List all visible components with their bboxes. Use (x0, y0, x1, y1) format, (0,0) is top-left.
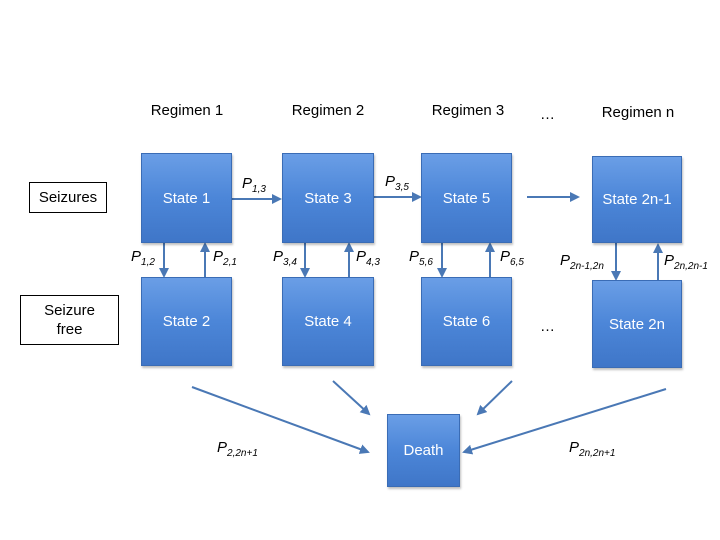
state-3: State 3 (282, 153, 374, 243)
arrow-6-death (476, 380, 513, 416)
arrow-2-death (191, 386, 370, 454)
arrow-4-death (332, 380, 371, 416)
arrow-2n-death (462, 388, 667, 455)
prob-2n1-2n: P2n-1,2n (560, 252, 604, 272)
regimen-2-header: Regimen 2 (291, 102, 365, 119)
prob-3-4: P3,4 (273, 248, 297, 268)
regimen-n-header: Regimen n (601, 104, 675, 121)
prob-1-2: P1,2 (131, 248, 155, 268)
state-5: State 5 (421, 153, 512, 243)
seizures-row-label: Seizures (29, 182, 107, 213)
state-1: State 1 (141, 153, 232, 243)
prob-4-3: P4,3 (356, 248, 380, 268)
states-ellipsis: … (540, 318, 555, 335)
prob-2n-death: P2n,2n+1 (569, 439, 616, 459)
regimen-3-header: Regimen 3 (431, 102, 505, 119)
prob-2-1: P2,1 (213, 248, 237, 268)
prob-2n-2n1: P2n,2n-1 (664, 252, 708, 272)
state-2n-1: State 2n-1 (592, 156, 682, 243)
death-state: Death (387, 414, 460, 487)
seizure-free-row-label: Seizure free (20, 295, 119, 345)
regimen-1-header: Regimen 1 (150, 102, 224, 119)
state-4: State 4 (282, 277, 374, 366)
state-2: State 2 (141, 277, 232, 366)
state-2n: State 2n (592, 280, 682, 368)
regimen-ellipsis: … (540, 106, 555, 123)
prob-1-3: P1,3 (242, 175, 266, 195)
prob-2-death: P2,2n+1 (217, 439, 258, 459)
state-6: State 6 (421, 277, 512, 366)
prob-5-6: P5,6 (409, 248, 433, 268)
prob-3-5: P3,5 (385, 173, 409, 193)
prob-6-5: P6,5 (500, 248, 524, 268)
